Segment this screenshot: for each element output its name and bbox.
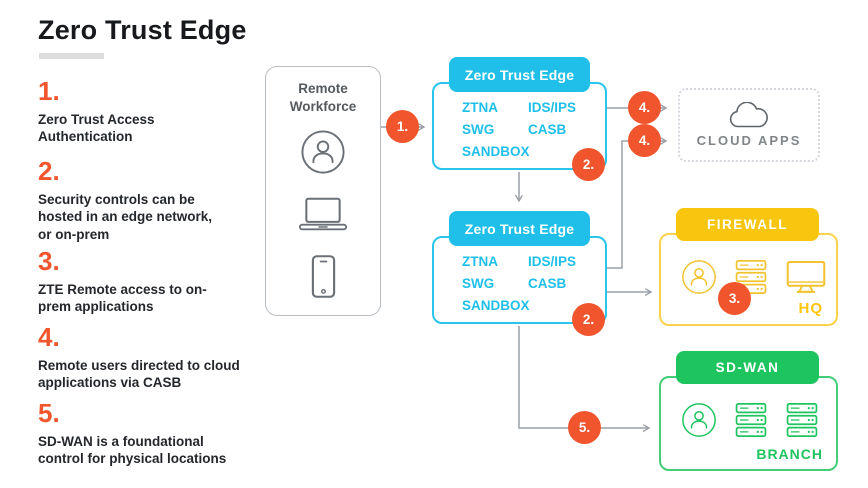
firewall-box: HQ: [659, 233, 838, 326]
badge-step-2: 2.: [572, 148, 605, 181]
cloud-apps-box: CLOUD APPS: [678, 88, 820, 162]
step-5-number: 5.: [38, 398, 60, 428]
firewall-header: FIREWALL: [676, 208, 819, 241]
user-icon: [681, 259, 717, 295]
step-2: 2. Security controls can be hosted in an…: [38, 158, 220, 243]
service-sandbox: SANDBOX: [462, 144, 530, 159]
step-5: 5. SD-WAN is a foundational control for …: [38, 400, 243, 468]
badge-step-2b: 2.: [572, 303, 605, 336]
cloud-icon: [727, 102, 771, 130]
flow-marker-5: 5.: [568, 411, 601, 444]
firewall-icons: [661, 235, 836, 295]
step-1-text: Zero Trust Access Authentication: [38, 112, 155, 145]
service-swg: SWG: [462, 122, 495, 137]
service-ztna: ZTNA: [462, 100, 498, 115]
cloud-apps-label: CLOUD APPS: [696, 133, 802, 148]
hq-label: HQ: [798, 300, 823, 317]
service-casb: CASB: [528, 276, 567, 291]
remote-workforce-box: Remote Workforce: [265, 66, 381, 316]
zte-box-1-services: ZTNA SWG SANDBOX IDS/IPS CASB: [432, 97, 607, 163]
flow-marker-4a: 4.: [628, 91, 661, 124]
zte-box-2-services: ZTNA SWG SANDBOX IDS/IPS CASB: [432, 251, 607, 317]
step-5-text: SD-WAN is a foundational control for phy…: [38, 434, 227, 467]
page-title: Zero Trust Edge: [38, 15, 247, 45]
remote-workforce-icons: [266, 129, 380, 299]
service-idsips: IDS/IPS: [528, 100, 577, 115]
step-3-number: 3.: [38, 246, 60, 276]
sdwan-box: BRANCH: [659, 376, 838, 471]
service-casb: CASB: [528, 122, 567, 137]
branch-label: BRANCH: [756, 446, 823, 462]
wire-zte2-to-sdwan: [518, 326, 649, 428]
zte-box-2-header: Zero Trust Edge: [449, 211, 590, 246]
wire-zte2-to-cloud: [607, 141, 666, 269]
step-2-text: Security controls can be hosted in an ed…: [38, 192, 213, 242]
service-sandbox: SANDBOX: [462, 298, 530, 313]
step-2-number: 2.: [38, 156, 60, 186]
service-swg: SWG: [462, 276, 495, 291]
zte-box-1-header: Zero Trust Edge: [449, 57, 590, 92]
server-icon: [734, 402, 768, 438]
server-icon: [785, 402, 819, 438]
step-4: 4. Remote users directed to cloud applic…: [38, 324, 243, 392]
step-1: 1. Zero Trust Access Authentication: [38, 78, 243, 146]
step-4-text: Remote users directed to cloud applicati…: [38, 358, 240, 391]
user-icon: [300, 129, 346, 175]
sdwan-icons: [661, 378, 836, 438]
smartphone-icon: [310, 254, 337, 299]
title-underline: [39, 53, 104, 59]
step-1-number: 1.: [38, 76, 60, 106]
step-4-number: 4.: [38, 322, 60, 352]
monitor-icon: [785, 260, 827, 295]
step-3-text: ZTE Remote access to on-prem application…: [38, 282, 207, 315]
sdwan-header: SD-WAN: [676, 351, 819, 384]
badge-step-3: 3.: [718, 282, 751, 315]
service-idsips: IDS/IPS: [528, 254, 577, 269]
user-icon: [681, 402, 717, 438]
flow-marker-4b: 4.: [628, 124, 661, 157]
flow-marker-1: 1.: [386, 110, 419, 143]
laptop-icon: [297, 196, 349, 233]
step-3: 3. ZTE Remote access to on-prem applicat…: [38, 248, 210, 316]
remote-workforce-label: Remote Workforce: [289, 81, 357, 115]
service-ztna: ZTNA: [462, 254, 498, 269]
